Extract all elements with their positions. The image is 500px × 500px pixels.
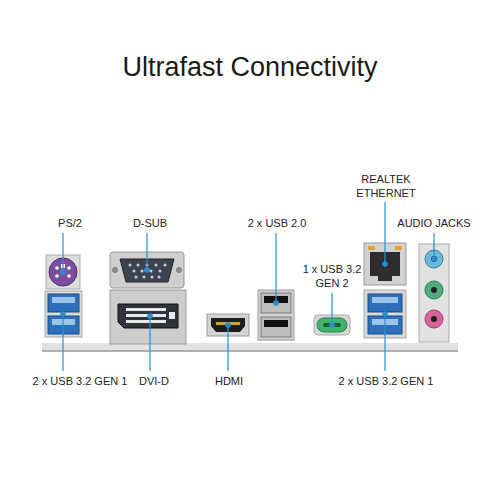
panel-edge (42, 350, 458, 352)
usb3-tongue (372, 297, 398, 303)
audio-frame (419, 244, 449, 342)
leader-lines (61, 202, 436, 371)
port-label: 1 x USB 3.2 GEN 2 (302, 262, 362, 290)
ps2-pin (55, 274, 59, 278)
dvi-connector (118, 304, 178, 328)
port-label: PS/2 (58, 216, 82, 230)
rj45-led (395, 246, 402, 250)
usb3-port (48, 294, 79, 312)
port-label: REALTEK ETHERNET (350, 172, 422, 200)
usb2-port (261, 317, 291, 337)
audio-hole (431, 256, 437, 262)
ps2-pin (55, 266, 59, 270)
dvi-frame (110, 290, 186, 344)
vga-screw (112, 267, 118, 273)
audio-jack (425, 310, 443, 328)
audio-jack (425, 281, 443, 299)
ps2-pin (67, 274, 71, 278)
rj45-led (368, 246, 375, 250)
usb3-tongue (52, 297, 75, 303)
port-label: D-SUB (133, 216, 167, 230)
usb2-tongue (264, 320, 288, 327)
ps2-pin (67, 266, 71, 270)
title: Ultrafast Connectivity (0, 50, 500, 84)
port-label: 2 x USB 3.2 GEN 1 (33, 374, 128, 388)
port-label: HDMI (215, 374, 243, 388)
port-label: 2 x USB 3.2 GEN 1 (339, 374, 434, 388)
port-label: AUDIO JACKS (397, 216, 470, 230)
audio-hole (431, 316, 437, 322)
usb3-port (368, 294, 402, 312)
usbc-tongue (323, 323, 341, 327)
panel-strip (42, 343, 458, 351)
vga-screw (176, 267, 182, 273)
port-label: DVI-D (139, 374, 169, 388)
audio-hole (431, 287, 437, 293)
port-label: 2 x USB 2.0 (248, 216, 307, 230)
